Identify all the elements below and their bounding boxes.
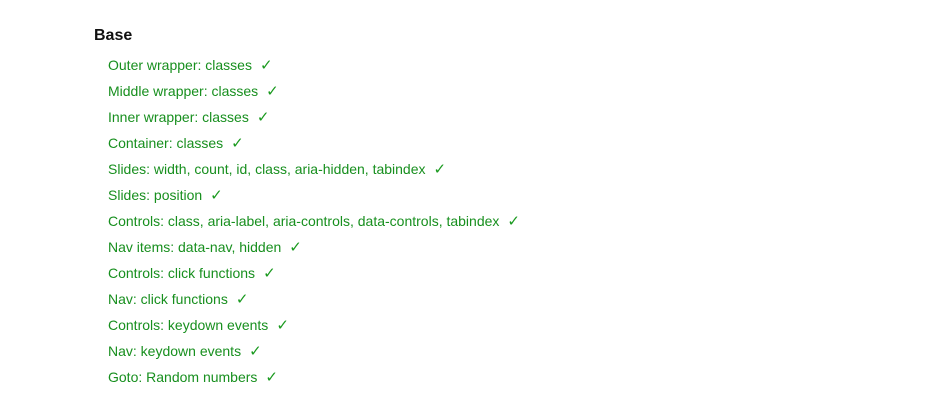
- test-label: Controls: keydown events: [108, 317, 269, 333]
- check-icon: ✓: [259, 56, 273, 74]
- test-item: Outer wrapper: classes ✓: [108, 52, 794, 78]
- test-item: Nav: click functions ✓: [108, 286, 794, 312]
- test-label: Slides: position: [108, 187, 203, 203]
- test-item: Container: classes ✓: [108, 130, 794, 156]
- check-icon: ✓: [235, 290, 249, 308]
- test-item: Middle wrapper: classes ✓: [108, 78, 794, 104]
- test-label: Inner wrapper: classes: [108, 109, 249, 125]
- test-item: Nav: keydown events ✓: [108, 338, 794, 364]
- test-label: Controls: class, aria-label, aria-contro…: [108, 213, 500, 229]
- test-item: Nav items: data-nav, hidden ✓: [108, 234, 794, 260]
- check-icon: ✓: [276, 316, 289, 334]
- check-icon: ✓: [433, 160, 447, 178]
- test-label: Nav items: data-nav, hidden: [108, 239, 282, 255]
- test-item: Controls: click functions ✓: [108, 260, 794, 286]
- test-label: Container: classes: [108, 135, 224, 151]
- test-label: Goto: Random numbers: [108, 369, 258, 385]
- check-icon: ✓: [265, 368, 278, 386]
- test-label: Nav: keydown events: [108, 343, 242, 359]
- test-label: Middle wrapper: classes: [108, 83, 259, 99]
- test-list: Outer wrapper: classes ✓ Middle wrapper: …: [94, 52, 794, 390]
- test-item: Inner wrapper: classes ✓: [108, 104, 794, 130]
- test-label: Outer wrapper: classes: [108, 57, 252, 73]
- test-item: Controls: class, aria-label, aria-contro…: [108, 208, 794, 234]
- check-icon: ✓: [256, 108, 270, 126]
- check-icon: ✓: [289, 238, 302, 256]
- test-item: Slides: width, count, id, class, aria-hi…: [108, 156, 794, 182]
- check-icon: ✓: [263, 264, 276, 282]
- test-item: Controls: keydown events ✓: [108, 312, 794, 338]
- test-label: Controls: click functions: [108, 265, 256, 281]
- test-label: Nav: click functions: [108, 291, 228, 307]
- check-icon: ✓: [210, 186, 223, 204]
- test-label: Slides: width, count, id, class, aria-hi…: [108, 161, 426, 177]
- test-item: Goto: Random numbers ✓: [108, 364, 794, 390]
- check-icon: ✓: [249, 342, 262, 360]
- check-icon: ✓: [507, 212, 520, 230]
- test-results-panel: Base Outer wrapper: classes ✓ Middle wrap…: [94, 26, 794, 390]
- check-icon: ✓: [266, 82, 279, 100]
- check-icon: ✓: [231, 134, 244, 152]
- section-title: Base: [94, 27, 133, 44]
- test-item: Slides: position ✓: [108, 182, 794, 208]
